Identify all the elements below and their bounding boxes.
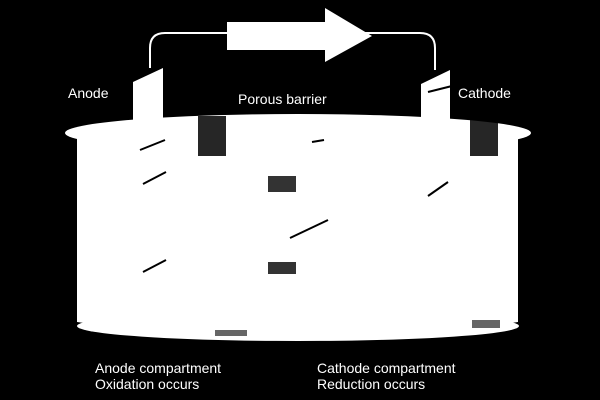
beaker-bottom	[77, 311, 519, 341]
cathode-process-label: Reduction occurs	[317, 376, 426, 392]
porous-barrier-label: Porous barrier	[238, 91, 327, 107]
anode-label: Anode	[68, 85, 109, 101]
electron-flow-arrow-icon	[227, 8, 372, 62]
anode-process-label: Oxidation occurs	[95, 376, 200, 392]
anode-electrode	[133, 68, 163, 150]
cathode-label: Cathode	[458, 85, 511, 101]
beaker-body	[77, 133, 518, 339]
cathode-compartment-label: Cathode compartment	[317, 360, 456, 376]
porous-barrier-edges	[139, 85, 453, 273]
cathode-electrode	[421, 70, 450, 150]
beaker-rim	[65, 114, 531, 152]
beaker-shading	[198, 116, 500, 336]
anode-compartment-label: Anode compartment	[95, 360, 222, 376]
